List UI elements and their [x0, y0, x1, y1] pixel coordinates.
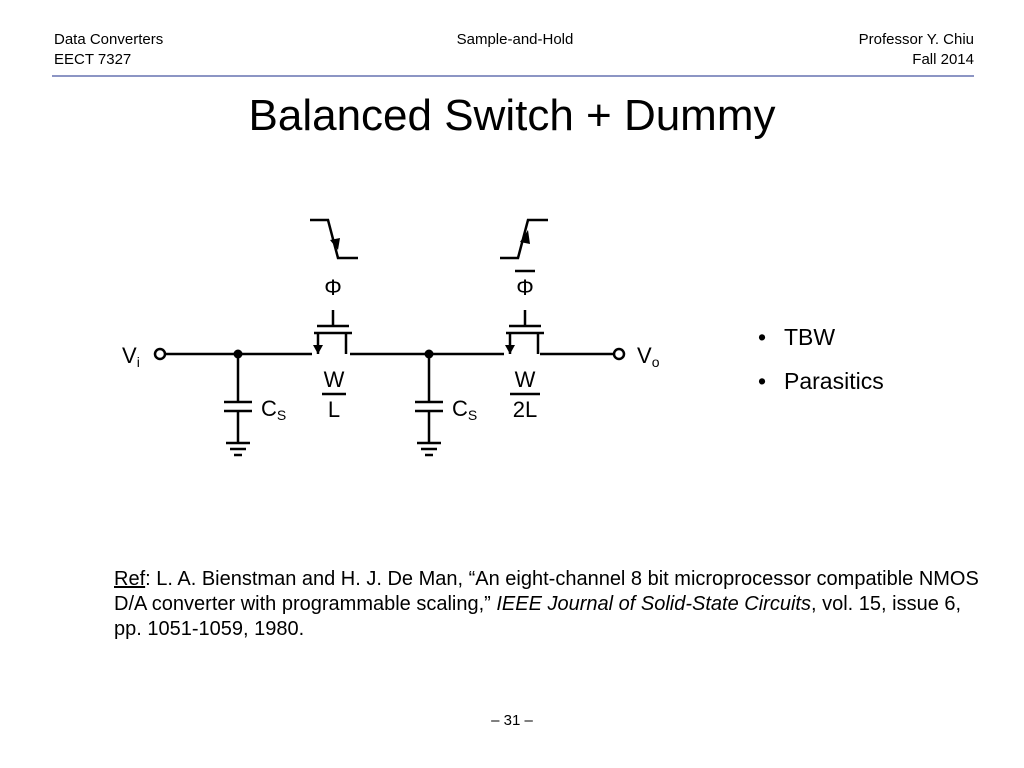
professor-name: Professor Y. Chiu — [858, 31, 974, 48]
cap-right-label: CS — [452, 396, 477, 423]
switch-width-label: W — [324, 367, 345, 392]
rising-clock-waveform — [500, 218, 548, 260]
header-center: Sample-and-Hold — [0, 30, 1024, 50]
dummy-width-label: W — [515, 367, 536, 392]
ground-icon — [226, 441, 250, 457]
lecture-topic: Sample-and-Hold — [456, 31, 574, 48]
dummy-length-label: 2L — [513, 397, 537, 422]
header-divider — [52, 75, 974, 77]
course-code: EECT 7327 — [54, 51, 132, 68]
course-name: Data Converters — [54, 31, 164, 48]
bullet-item: Parasitics — [758, 366, 884, 396]
dummy-transistor — [505, 310, 544, 354]
input-label: Vi — [122, 343, 140, 370]
switch-transistor — [313, 310, 352, 354]
capacitor-right — [415, 354, 443, 443]
input-terminal — [153, 347, 167, 361]
ref-journal: IEEE Journal of Solid-State Circuits — [496, 593, 811, 615]
header-right: Professor Y. Chiu Fall 2014 — [859, 30, 974, 70]
ground-icon — [417, 441, 441, 457]
output-terminal — [612, 347, 626, 361]
page-number: – 31 – — [491, 712, 533, 729]
cap-left-label: CS — [261, 396, 286, 423]
ref-text: : L. A. Bienstman and H. J. De Man, “An … — [114, 568, 979, 615]
switch-length-label: L — [328, 397, 340, 422]
reference-citation: Ref: L. A. Bienstman and H. J. De Man, “… — [114, 567, 984, 642]
ref-details: , vol. 15, issue 6, pp. 1051-1059, 1980. — [114, 593, 962, 640]
output-label: Vo — [637, 343, 660, 370]
ref-label: Ref — [114, 568, 146, 590]
dummy-clock-label: Φ — [516, 275, 534, 300]
falling-clock-waveform — [310, 218, 358, 260]
bullet-item: TBW — [758, 322, 884, 352]
header-left: Data Converters EECT 7327 — [54, 30, 163, 70]
capacitor-left — [224, 354, 252, 443]
slide-title: Balanced Switch + Dummy — [248, 91, 776, 140]
switch-clock-label: Φ — [324, 275, 342, 300]
semester: Fall 2014 — [912, 51, 974, 68]
bullet-list: TBW Parasitics — [758, 322, 884, 410]
